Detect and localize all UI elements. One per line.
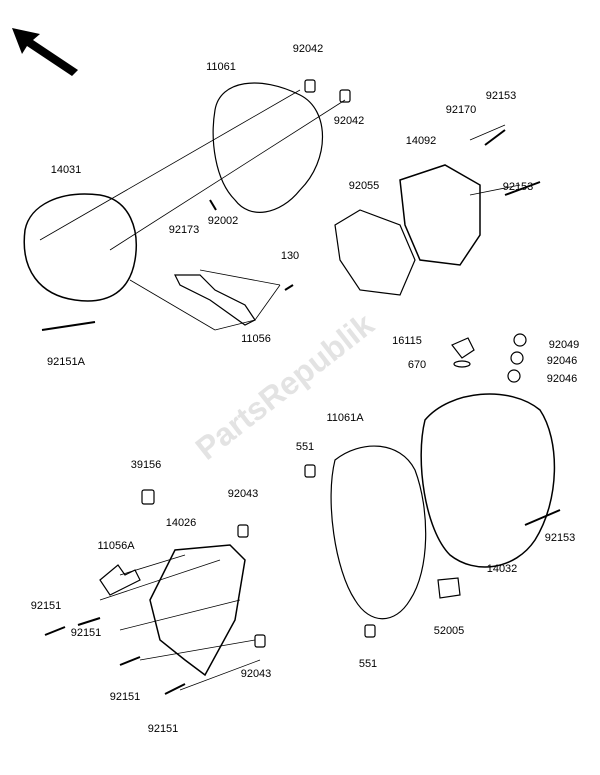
cover-14026 <box>149 544 246 677</box>
part-label[interactable]: 92153 <box>485 90 517 102</box>
part-label[interactable]: 14031 <box>50 164 82 176</box>
gasket-11061A <box>330 445 427 620</box>
part-label[interactable]: 52005 <box>433 625 465 637</box>
direction-arrow-icon <box>12 28 78 76</box>
part-label[interactable]: 92043 <box>240 668 272 680</box>
part-label[interactable]: 11061 <box>206 61 236 73</box>
part-label[interactable]: 92043 <box>227 488 259 500</box>
part-label[interactable]: 92151 <box>109 691 141 703</box>
part-label[interactable]: 14032 <box>486 563 518 575</box>
part-label[interactable]: 92170 <box>445 104 477 116</box>
part-label[interactable]: 92153 <box>544 532 576 544</box>
part-label[interactable]: 92151 <box>30 600 62 612</box>
part-label[interactable]: 11056 <box>241 333 271 345</box>
oring-670 <box>453 360 471 368</box>
part-label[interactable]: 130 <box>280 250 300 262</box>
part-label[interactable]: 16115 <box>392 335 422 347</box>
cover-14032 <box>420 393 556 568</box>
part-label[interactable]: 92151 <box>147 723 179 735</box>
part-label[interactable]: 14026 <box>165 517 197 529</box>
part-label[interactable]: 551 <box>295 441 315 453</box>
part-label[interactable]: 39156 <box>130 459 162 471</box>
gasket-11061 <box>212 82 324 213</box>
part-label[interactable]: 92042 <box>333 115 365 127</box>
bracket-11056 <box>174 274 256 326</box>
cover-14092 <box>399 164 481 266</box>
part-label[interactable]: 92153 <box>502 181 534 193</box>
leader-lines <box>39 89 521 691</box>
part-label[interactable]: 92046 <box>546 373 578 385</box>
plug-16115 <box>451 337 475 359</box>
part-label[interactable]: 92046 <box>546 355 578 367</box>
part-label[interactable]: 92173 <box>168 224 200 236</box>
part-label[interactable]: 11061A <box>326 412 364 424</box>
part-label[interactable]: 92049 <box>548 339 580 351</box>
cover-14031 <box>23 193 137 302</box>
bracket-11056A <box>99 564 141 596</box>
part-label[interactable]: 92002 <box>207 215 239 227</box>
part-label[interactable]: 551 <box>358 658 378 670</box>
part-label[interactable]: 92151A <box>47 356 85 368</box>
part-label[interactable]: 92042 <box>292 43 324 55</box>
part-label[interactable]: 92055 <box>348 180 380 192</box>
part-label[interactable]: 11056A <box>97 540 135 552</box>
part-label[interactable]: 92151 <box>70 627 102 639</box>
plug-52005 <box>437 577 461 599</box>
part-label[interactable]: 670 <box>407 359 427 371</box>
gasket-92055 <box>334 209 416 296</box>
part-label[interactable]: 14092 <box>405 135 437 147</box>
